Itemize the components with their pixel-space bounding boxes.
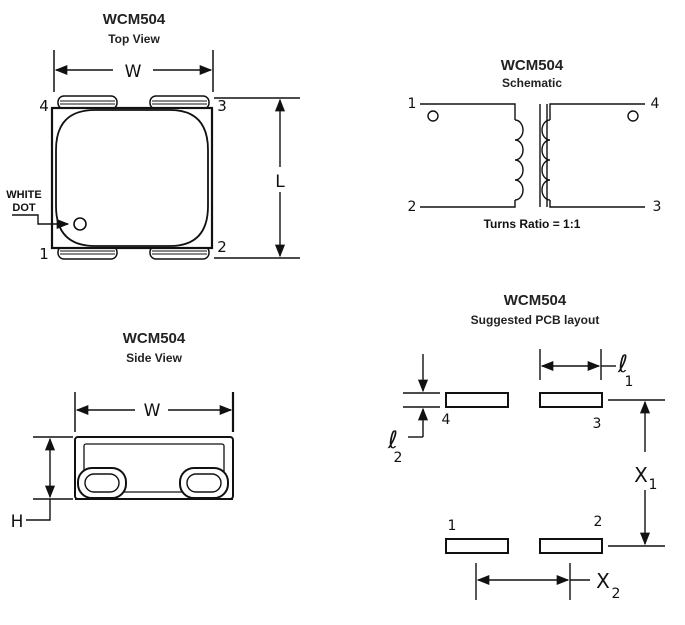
primary-dot <box>427 110 439 122</box>
side-view-height-label: H <box>11 512 24 532</box>
secondary-dot <box>627 110 639 122</box>
schematic-pin-4-label: 4 <box>651 96 660 112</box>
top-view-width-label: W <box>125 62 142 82</box>
top-view-terminal-3 <box>149 95 210 110</box>
white-dot-label-line2: DOT <box>12 202 36 214</box>
white-dot-leader <box>12 214 70 230</box>
pcb-pin-1-label: 1 <box>448 518 457 534</box>
pcb-x2-subscript: 2 <box>612 586 621 602</box>
pcb-pad-3 <box>539 392 603 408</box>
top-view-pin-1-label: 1 <box>39 245 49 263</box>
pcb-x1-subscript: 1 <box>649 477 658 493</box>
white-dot-label-line1: WHITE <box>6 189 41 201</box>
top-view-pin-2-label: 2 <box>217 238 227 256</box>
secondary-winding <box>541 103 645 208</box>
side-view-title: WCM504 <box>123 330 186 347</box>
pcb-l2-letter: ℓ <box>387 426 398 454</box>
schematic: WCM504 Schematic 1 4 2 3 Turns Ratio = 1… <box>408 57 662 231</box>
pcb-l1-dimension: ℓ 1 <box>539 349 634 390</box>
pcb-pad-4 <box>445 392 509 408</box>
pcb-pad-1 <box>445 538 509 554</box>
pcb-x2-letter: X <box>596 569 610 593</box>
pcb-pin-4-label: 4 <box>442 412 451 428</box>
pcb-layout: WCM504 Suggested PCB layout 4 3 1 2 ℓ 1 … <box>387 292 665 602</box>
top-view-subtitle: Top View <box>108 32 160 46</box>
white-dot-marker <box>73 217 87 231</box>
pcb-pin-2-label: 2 <box>594 514 603 530</box>
schematic-pin-2-label: 2 <box>408 199 417 215</box>
turns-ratio-label: Turns Ratio = 1:1 <box>484 217 581 231</box>
top-view-length-label: L <box>275 172 285 192</box>
schematic-pin-3-label: 3 <box>653 199 662 215</box>
side-view-terminal-left <box>77 467 127 499</box>
pcb-pad-2 <box>539 538 603 554</box>
side-view-subtitle: Side View <box>126 351 182 365</box>
pcb-l2-subscript: 2 <box>394 450 403 466</box>
pcb-l1-subscript: 1 <box>625 374 634 390</box>
pcb-x1-dimension: X 1 <box>608 399 665 547</box>
pcb-layout-title: WCM504 <box>504 292 567 309</box>
pcb-x2-dimension: X 2 <box>475 563 621 602</box>
primary-winding <box>420 103 524 208</box>
top-view-width-dimension: W <box>53 50 214 92</box>
side-view-height-dimension: H <box>11 436 73 532</box>
pcb-layout-subtitle: Suggested PCB layout <box>471 313 600 327</box>
top-view-length-dimension: L <box>214 97 300 259</box>
schematic-title: WCM504 <box>501 57 564 74</box>
top-view-core-outline <box>55 109 209 247</box>
top-view-pin-3-label: 3 <box>217 97 227 115</box>
pcb-l1-letter: ℓ <box>617 350 628 378</box>
side-view-width-label: W <box>144 401 161 421</box>
pcb-pin-3-label: 3 <box>593 416 602 432</box>
side-view-width-dimension: W <box>74 392 235 432</box>
pcb-l2-dimension: ℓ 2 <box>387 354 440 466</box>
top-view-title: WCM504 <box>103 11 166 28</box>
top-view-pin-4-label: 4 <box>39 97 49 115</box>
top-view: WCM504 Top View W <box>6 11 300 263</box>
schematic-pin-1-label: 1 <box>408 96 417 112</box>
pcb-x1-letter: X <box>634 463 648 487</box>
top-view-terminal-4 <box>57 95 118 110</box>
side-view-terminal-right <box>179 467 229 499</box>
schematic-subtitle: Schematic <box>502 76 562 90</box>
side-view: WCM504 Side View W <box>11 330 235 532</box>
